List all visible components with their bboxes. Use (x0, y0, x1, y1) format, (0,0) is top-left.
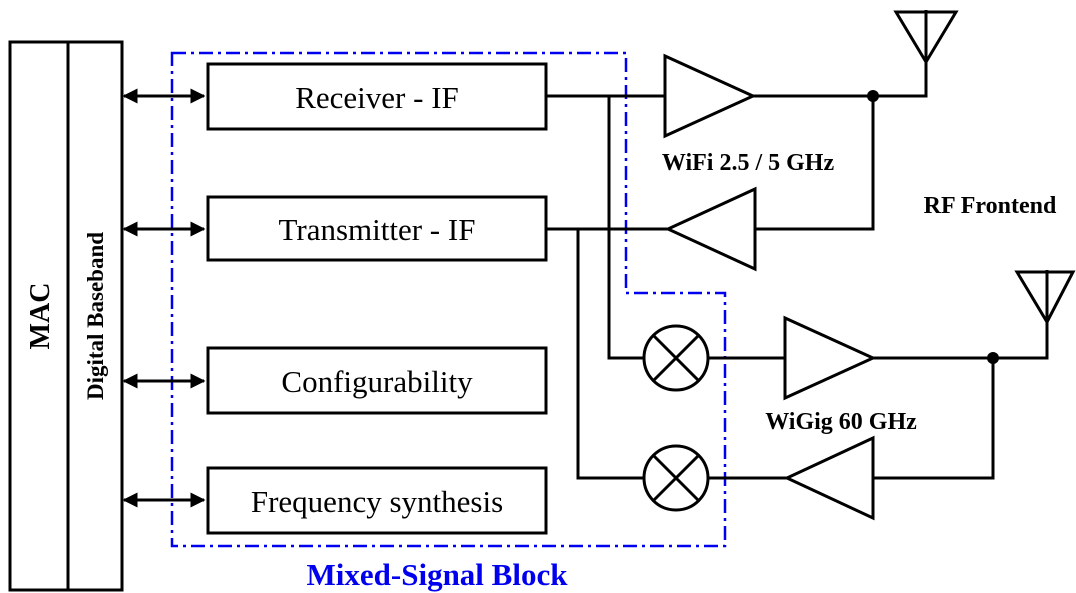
mixed-signal-boundary (170, 51, 727, 548)
wifi-junction-dot (867, 90, 879, 102)
mac-block (8, 40, 70, 592)
wigig-junction-dot (987, 352, 999, 364)
rf-frontend-label: RF Frontend (924, 193, 1057, 219)
configurability-label: Configurability (281, 364, 473, 399)
transmitter-if-label: Transmitter - IF (279, 212, 476, 247)
wigig-tx-amplifier (783, 435, 875, 521)
wifi-tx-to-antenna-wire (755, 96, 875, 231)
digital-baseband-label: Digital Baseband (83, 232, 108, 400)
receiver-if-label: Receiver - IF (295, 80, 459, 115)
frequency-synthesis-block (206, 466, 548, 535)
wigig-rx-mixer-icon (642, 324, 710, 392)
wigig-label: WiGig 60 GHz (765, 409, 917, 435)
wigig-tx-to-antenna-wire (873, 358, 995, 480)
wifi-label: WiFi 2.5 / 5 GHz (662, 150, 835, 176)
wifi-rx-to-antenna-wire (753, 62, 928, 98)
wigig-rx-to-antenna-wire (873, 322, 1049, 360)
wifi-tx-amplifier (664, 186, 757, 272)
receiver-if-block (206, 62, 548, 131)
digital-baseband-block (66, 40, 124, 592)
receiver-to-wigig-mixer-wire (607, 96, 643, 360)
mixed-signal-block-label: Mixed-Signal Block (307, 557, 569, 592)
frequency-synthesis-label: Frequency synthesis (251, 484, 503, 519)
wigig-antenna-icon (1014, 270, 1076, 326)
wifi-antenna-icon (893, 10, 959, 65)
mac-label: MAC (25, 283, 56, 350)
wigig-tx-mixer-icon (642, 444, 710, 512)
configurability-block (206, 346, 548, 415)
wifi-rx-amplifier (663, 53, 757, 139)
transmitter-to-wigig-mixer-wire (576, 229, 643, 480)
wigig-rx-amplifier (783, 315, 877, 401)
